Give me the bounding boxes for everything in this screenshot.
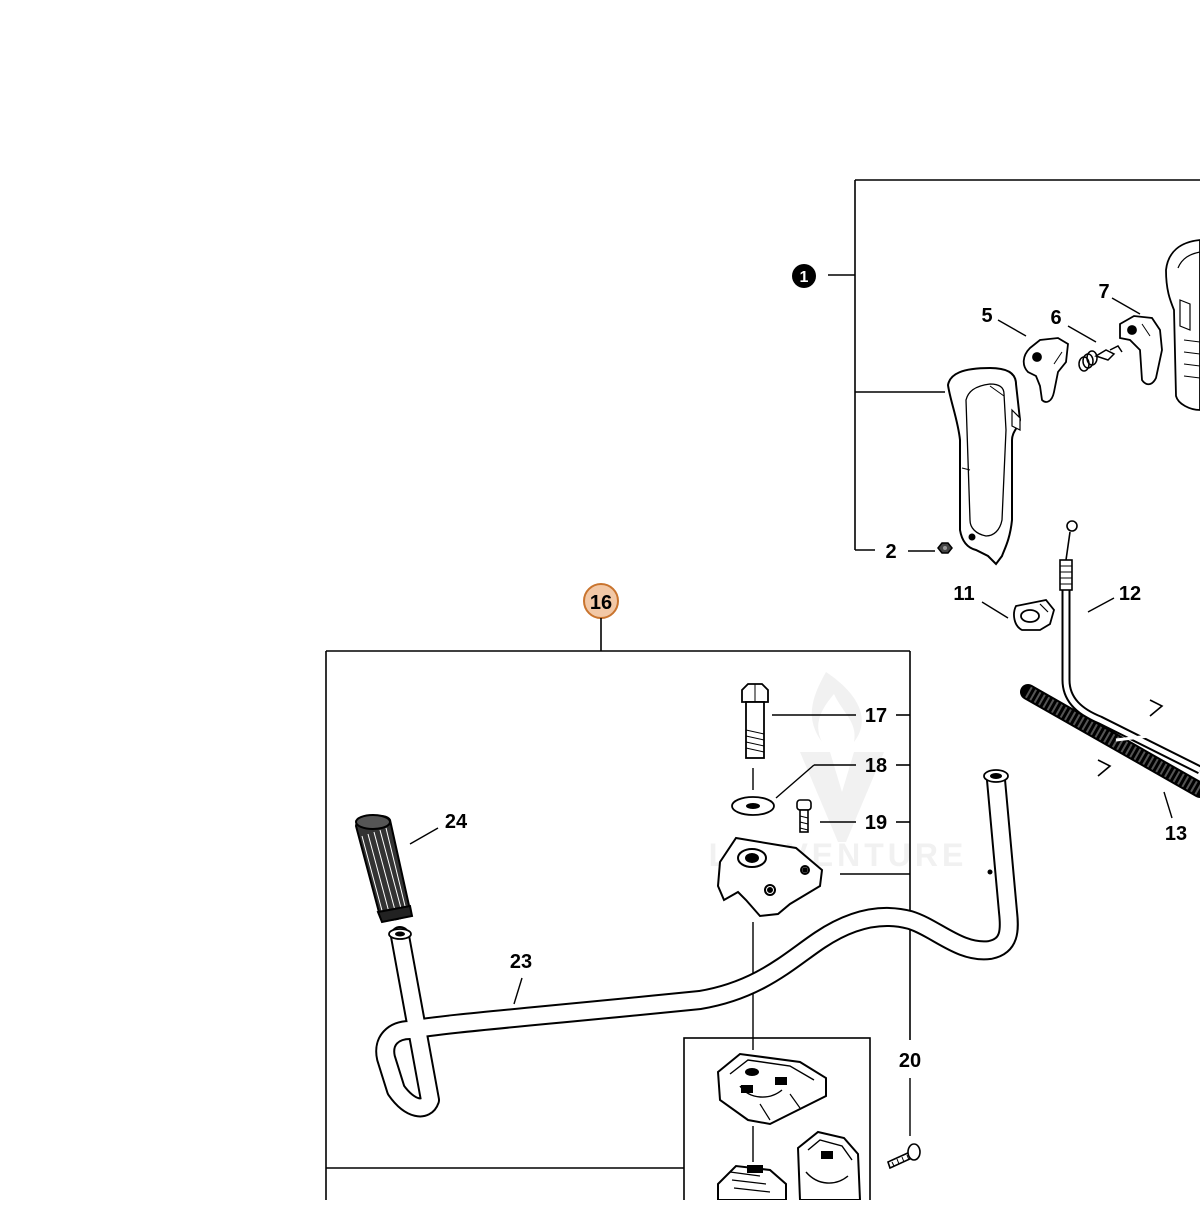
callout-6-label[interactable]: 6: [1050, 307, 1061, 329]
leader-11: [981, 601, 1009, 619]
throttle-cable-12[interactable]: [1059, 520, 1200, 775]
leader-18: [775, 764, 815, 799]
clamp-half-side[interactable]: [796, 1130, 862, 1201]
clamp-bottom-lower[interactable]: [717, 1164, 787, 1201]
screw-20[interactable]: [887, 1143, 921, 1170]
callout-13-label[interactable]: 13: [1165, 823, 1187, 845]
leader-5: [997, 319, 1027, 337]
trigger-lever-7[interactable]: [1119, 315, 1163, 386]
loop-handle-23[interactable]: [375, 769, 1019, 1118]
bolt-17[interactable]: [741, 683, 769, 759]
watermark-flame-icon: [811, 672, 862, 742]
callout-12-label[interactable]: 12: [1119, 583, 1141, 605]
cable-clip-11[interactable]: [1013, 599, 1055, 631]
leader-6: [1067, 325, 1097, 343]
callout-11-label[interactable]: 11: [953, 583, 974, 605]
callout-20-label[interactable]: 20: [899, 1050, 921, 1072]
callout-7-label[interactable]: 7: [1098, 281, 1109, 303]
washer-18[interactable]: [731, 796, 775, 816]
conduit-13[interactable]: [1020, 684, 1200, 798]
callout-19-label[interactable]: 19: [865, 812, 887, 834]
leader-13: [1163, 791, 1173, 819]
callout-16[interactable]: 16: [583, 583, 619, 619]
nut-2[interactable]: [937, 542, 953, 554]
watermark-v-icon: [800, 752, 884, 842]
leader-12: [1087, 597, 1115, 613]
callout-1[interactable]: 1: [792, 264, 816, 288]
callout-16-label: 16: [590, 592, 612, 614]
handle-housing[interactable]: [1165, 239, 1200, 411]
group-16-frame: [325, 650, 911, 1205]
callout-24-label[interactable]: 24: [445, 811, 468, 833]
screw-19[interactable]: [796, 799, 812, 833]
callout-18-label[interactable]: 18: [865, 755, 887, 777]
leader-7: [1111, 297, 1141, 315]
clamp-top[interactable]: [716, 836, 824, 918]
grip-24[interactable]: [354, 814, 414, 924]
clamp-bottom-upper[interactable]: [716, 1052, 827, 1126]
group-1-bracket: [828, 179, 1200, 552]
callout-2-label[interactable]: 2: [885, 541, 896, 563]
throttle-lever-5[interactable]: [1022, 337, 1069, 403]
callout-1-label: 1: [800, 269, 809, 286]
leader-23: [513, 977, 523, 1005]
callout-23-label[interactable]: 23: [510, 951, 532, 973]
callout-17-label[interactable]: 17: [865, 705, 887, 727]
handle-grip[interactable]: [946, 366, 1022, 566]
callout-5-label[interactable]: 5: [981, 305, 992, 327]
spring-6[interactable]: [1078, 345, 1123, 372]
leader-24: [409, 827, 439, 845]
